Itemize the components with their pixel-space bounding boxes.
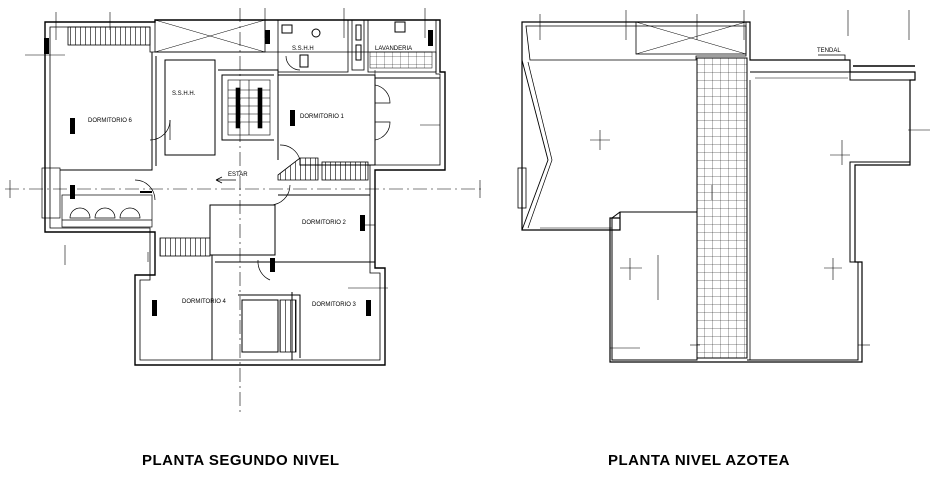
room-label-ssshh-left: S.S.H.H. (172, 91, 196, 97)
caption-planta-nivel-azotea: PLANTA NIVEL AZOTEA (608, 452, 790, 469)
roof-grid (696, 57, 748, 359)
caption-planta-segundo-nivel: PLANTA SEGUNDO NIVEL (142, 452, 340, 469)
room-label-dormitorio-6: DORMITORIO 6 (88, 118, 133, 124)
room-label-ssshh-top: S.S.H.H (292, 46, 314, 52)
room-label-dormitorio-1: DORMITORIO 1 (300, 114, 345, 120)
axis-lines (5, 8, 485, 415)
room-label-estar: ESTAR (228, 172, 248, 178)
door-swings (134, 55, 391, 281)
room-label-dormitorio-4: DORMITORIO 4 (182, 299, 227, 305)
exterior-wall-inner (49, 26, 441, 361)
room-label-dormitorio-2: DORMITORIO 2 (302, 220, 347, 226)
plan-segundo-nivel (5, 8, 485, 415)
planters (41, 167, 153, 228)
windows (44, 30, 433, 316)
stair-steps (227, 79, 271, 136)
room-label-tendal: TENDAL (817, 48, 841, 54)
plan-nivel-azotea (517, 10, 930, 363)
room-label-dormitorio-3: DORMITORIO 3 (312, 302, 357, 308)
roof-outline (521, 21, 916, 363)
room-label-lavanderia: LAVANDERIA (375, 46, 412, 52)
interior-walls (60, 52, 440, 360)
